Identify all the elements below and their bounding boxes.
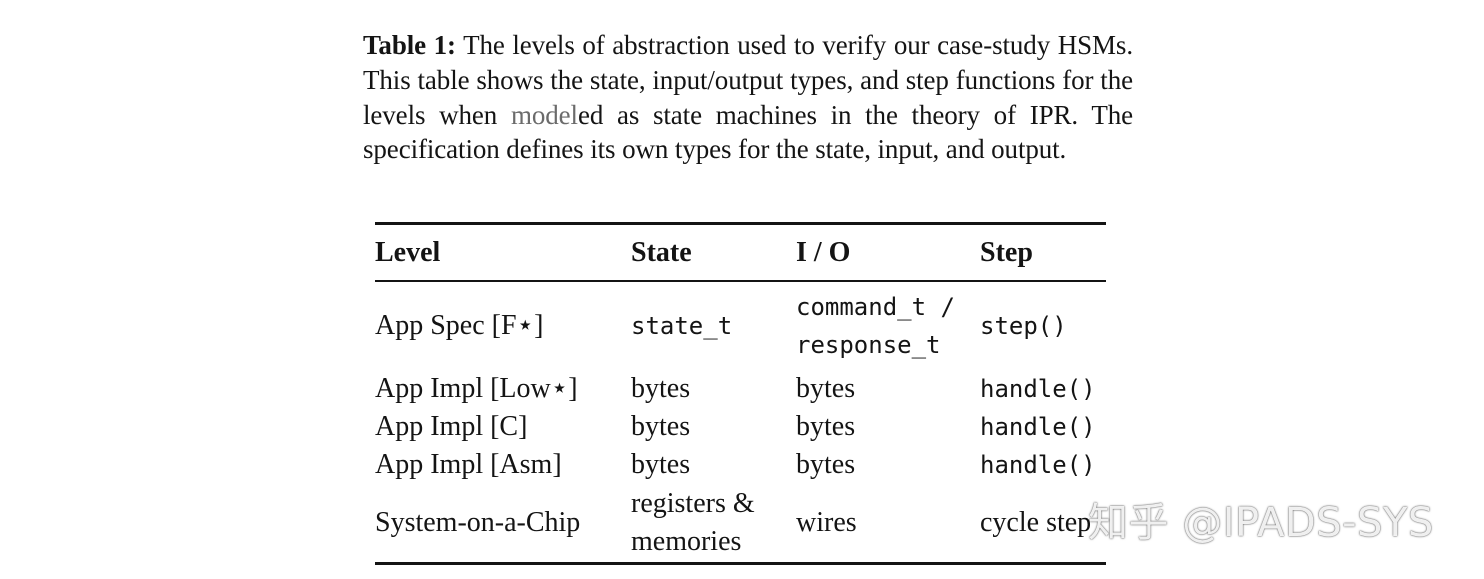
cell-level: App Impl [Asm] — [375, 449, 562, 480]
table-bottom-rule — [375, 562, 1106, 565]
table-row: App Impl [C] bytes bytes handle() — [375, 408, 1106, 446]
cell-step: step() — [980, 312, 1067, 340]
caption-link-model[interactable]: model — [510, 99, 578, 130]
abstraction-levels-table: Level State I / O Step App Spec [F⋆] sta… — [375, 222, 1106, 565]
cell-state-line2: memories — [631, 526, 742, 557]
header-level: Level — [375, 236, 441, 268]
table-body: Level State I / O Step — [375, 225, 1106, 280]
cell-io: command_t / response_t — [796, 282, 980, 370]
cell-step: handle() — [980, 375, 1096, 403]
cell-level: App Impl [C] — [375, 411, 528, 442]
cell-io: wires — [796, 507, 857, 538]
table-caption: Table 1: The levels of abstraction used … — [363, 28, 1133, 167]
cell-state: bytes — [631, 449, 691, 480]
header-state: State — [631, 236, 692, 268]
cell-level: App Spec [F⋆] — [375, 310, 544, 341]
cell-io-line1: command_t / — [796, 293, 955, 321]
table-row: System-on-a-Chip registers & memories wi… — [375, 484, 1106, 562]
cell-io: bytes — [796, 449, 856, 480]
cell-state: bytes — [631, 411, 691, 442]
cell-io: bytes — [796, 373, 856, 404]
cell-state: bytes — [631, 373, 691, 404]
table-header-rule — [375, 280, 1106, 282]
cell-io: bytes — [796, 411, 856, 442]
header-step: Step — [980, 236, 1033, 268]
cell-step: handle() — [980, 451, 1096, 479]
cell-level: System-on-a-Chip — [375, 507, 581, 538]
header-io: I / O — [796, 236, 851, 268]
caption-text-part1: The levels of abstraction used to verify… — [363, 30, 1133, 130]
cell-step: cycle step — [980, 507, 1092, 538]
table-row: App Impl [Asm] bytes bytes handle() — [375, 446, 1106, 484]
cell-io-line2: response_t — [796, 331, 941, 359]
table-row: App Impl [Low⋆] bytes bytes handle() — [375, 370, 1106, 408]
cell-level: App Impl [Low⋆] — [375, 373, 578, 404]
zhihu-watermark: 知乎 @IPADS-SYS — [1088, 500, 1434, 546]
caption-label: Table 1: — [363, 30, 456, 60]
cell-step: handle() — [980, 413, 1096, 441]
cell-state: state_t — [631, 312, 733, 340]
table-top-rule — [375, 222, 1106, 225]
cell-state: registers & memories — [631, 484, 796, 562]
header-row: Level State I / O Step — [375, 225, 1106, 280]
table-rows: App Spec [F⋆] state_t command_t / respon… — [375, 282, 1106, 562]
caption-text-part2: ed as state machines in the theory of IP… — [363, 99, 1133, 165]
cell-state-line1: registers & — [631, 488, 755, 519]
table-row: App Spec [F⋆] state_t command_t / respon… — [375, 282, 1106, 370]
